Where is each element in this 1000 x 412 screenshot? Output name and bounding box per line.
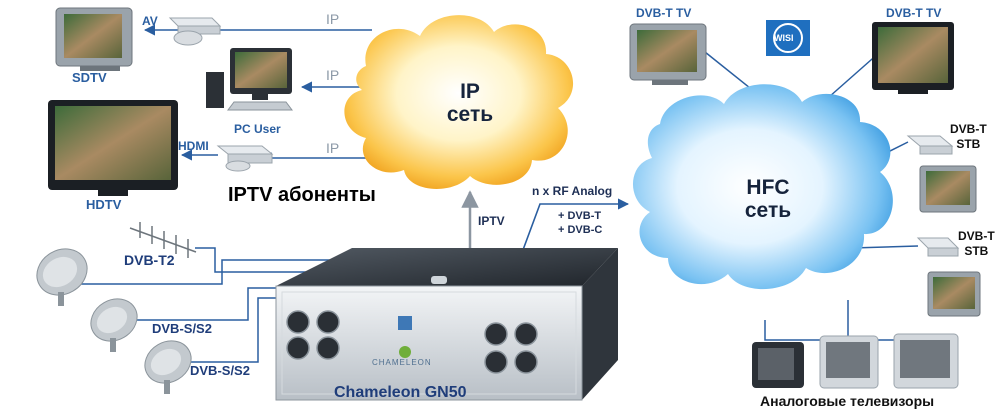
panel-brand-label: CHAMELEON [372, 358, 432, 367]
dvbt-tv-left-crt-tv-icon [629, 23, 707, 85]
stb-2-line2: STB [964, 244, 989, 258]
analog-tvs-label: Аналоговые телевизоры [760, 393, 935, 409]
hfc-cloud-icon [632, 84, 893, 290]
hfc-cloud-line2: сеть [744, 199, 792, 222]
iptv-subscribers-title: IPTV абоненты [228, 184, 376, 206]
ip-cloud-label: IP сеть [430, 80, 510, 126]
ip-cloud-icon [344, 15, 574, 189]
dvbt-tv-right-label: DVB-T TV [886, 6, 942, 20]
av-set-top-box-icon [168, 17, 222, 46]
headend-name: Chameleon GN50 [334, 384, 467, 401]
rf-extra-dvbt: + DVB-T [558, 210, 602, 222]
dvb-t2-antenna-icon [129, 222, 197, 258]
stb-2-tv-icon [927, 271, 981, 317]
av-label: AV [142, 14, 158, 28]
ip-cloud-line1: IP [460, 80, 480, 103]
hfc-cloud-line1: HFC [746, 176, 790, 199]
iptv-uplink-label: IPTV [478, 214, 505, 228]
stb-2-set-top-box-icon [916, 237, 960, 257]
wisi-logo [766, 20, 810, 56]
dvb-t2-label: DVB-T2 [124, 252, 175, 268]
dvbt-tv-right-flat-tv-icon [872, 22, 954, 94]
hdmi-set-top-box-icon [216, 145, 274, 172]
pc-user-label: PC User [234, 122, 281, 136]
rf-extra-dvbc: + DVB-C [558, 224, 603, 236]
stb-1-line2: STB [956, 137, 981, 151]
dvbt-tv-left-label: DVB-T TV [636, 6, 692, 20]
dvb-s2-label-a: DVB-S/S2 [152, 321, 212, 336]
stb-1-line1: DVB-T [950, 122, 987, 136]
rf-output-arrow [519, 198, 630, 259]
rack-device-icon [275, 248, 618, 401]
hfc-cloud-label: HFC сеть [728, 176, 808, 222]
desktop-pc-icon [206, 48, 293, 111]
satellite-dish-icon-3 [144, 340, 192, 394]
analog-tv-1-crt-tv-icon [752, 342, 804, 388]
stb-2-label: DVB-T STB [958, 229, 995, 259]
stb-2-line1: DVB-T [958, 229, 995, 243]
hdmi-label: HDMI [178, 139, 209, 153]
analog-tv-2-crt-tv-icon [819, 335, 879, 389]
analog-tv-3-crt-tv-icon [893, 333, 959, 389]
hdtv-flat-tv-icon [48, 100, 178, 196]
ip-cloud-line2: сеть [446, 103, 494, 126]
dvb-s2-label-b: DVB-S/S2 [190, 363, 250, 378]
ip-link-label-1: IP [326, 11, 340, 27]
sdtv-label: SDTV [72, 70, 107, 85]
ip-link-label-2: IP [326, 67, 340, 83]
wisi-logo-text: WISI [774, 33, 794, 43]
satellite-dish-icon-1 [36, 248, 88, 306]
ip-link-label-3: IP [326, 140, 340, 156]
hdtv-label: HDTV [86, 197, 122, 212]
stb-1-set-top-box-icon [906, 135, 954, 155]
stb-1-tv-icon [919, 165, 977, 213]
rf-output-label: n x RF Analog [532, 184, 613, 198]
sdtv-crt-tv-icon [55, 7, 133, 71]
stb-1-label: DVB-T STB [950, 122, 987, 152]
satellite-dish-icon-2 [90, 298, 138, 352]
